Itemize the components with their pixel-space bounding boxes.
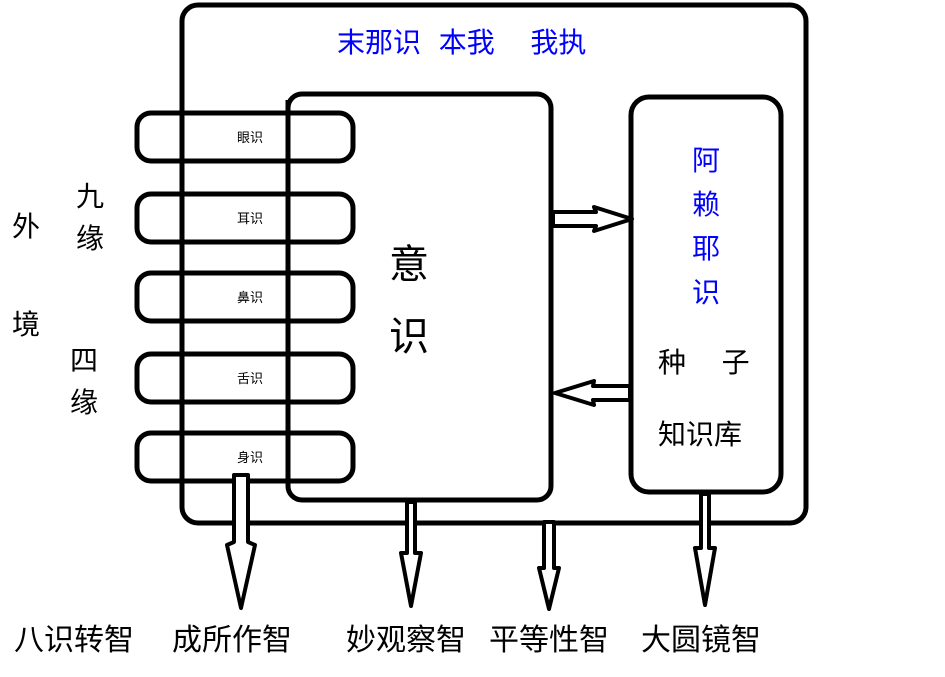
arrow-alaya-to-mind: [553, 379, 632, 407]
alaya-label-2: 赖: [692, 188, 720, 221]
down-arrows-group: [225, 473, 717, 611]
sense-label: 眼识: [237, 131, 263, 146]
sense-label: 耳识: [237, 212, 263, 227]
alaya-label-3: 耶: [692, 232, 720, 265]
seed-label: 种 子: [658, 346, 750, 379]
mind-label-1: 意: [389, 242, 429, 288]
wisdom-label-3: 平等性智: [489, 623, 609, 658]
four-conditions-2: 缘: [70, 386, 98, 419]
arrow-to-wisdom-4: [693, 492, 717, 607]
sense-capsule: 眼识: [134, 110, 356, 164]
sense-capsule-shape: [134, 351, 356, 405]
mind-label-2: 识: [389, 314, 429, 360]
external-label-2: 境: [12, 308, 40, 341]
arrow-mind-to-alaya: [551, 205, 634, 233]
sense-capsule: 身识: [134, 430, 356, 484]
store-label: 知识库: [658, 418, 742, 451]
sense-label: 身识: [237, 450, 263, 466]
four-conditions-1: 四: [70, 344, 98, 377]
arrow-to-wisdom-3: [537, 520, 561, 611]
wisdom-label-2: 妙观察智: [346, 623, 466, 658]
wisdom-label-1: 成所作智: [172, 623, 292, 658]
nine-conditions-2: 缘: [76, 222, 104, 255]
alaya-label-4: 识: [692, 276, 720, 309]
sense-label: 鼻识: [237, 290, 263, 306]
sense-capsule: 耳识: [134, 191, 356, 245]
sense-capsule: 舌识: [134, 351, 356, 405]
sense-capsule-shape: [134, 191, 356, 245]
sense-capsule-shape: [134, 110, 356, 164]
sense-label: 舌识: [237, 372, 263, 387]
external-label-1: 外: [12, 210, 40, 243]
alaya-label-1: 阿: [692, 144, 720, 177]
nine-conditions-1: 九: [76, 180, 104, 213]
arrow-to-wisdom-1: [225, 473, 257, 610]
wisdom-label-4: 大圆镜智: [641, 623, 761, 658]
sense-capsule: 鼻识: [134, 270, 356, 324]
sense-capsule-shape: [134, 270, 356, 324]
bottom-header: 八识转智: [14, 623, 134, 658]
arrow-to-wisdom-2: [399, 500, 423, 608]
manas-title: 末那识 本我 我执: [337, 26, 586, 59]
